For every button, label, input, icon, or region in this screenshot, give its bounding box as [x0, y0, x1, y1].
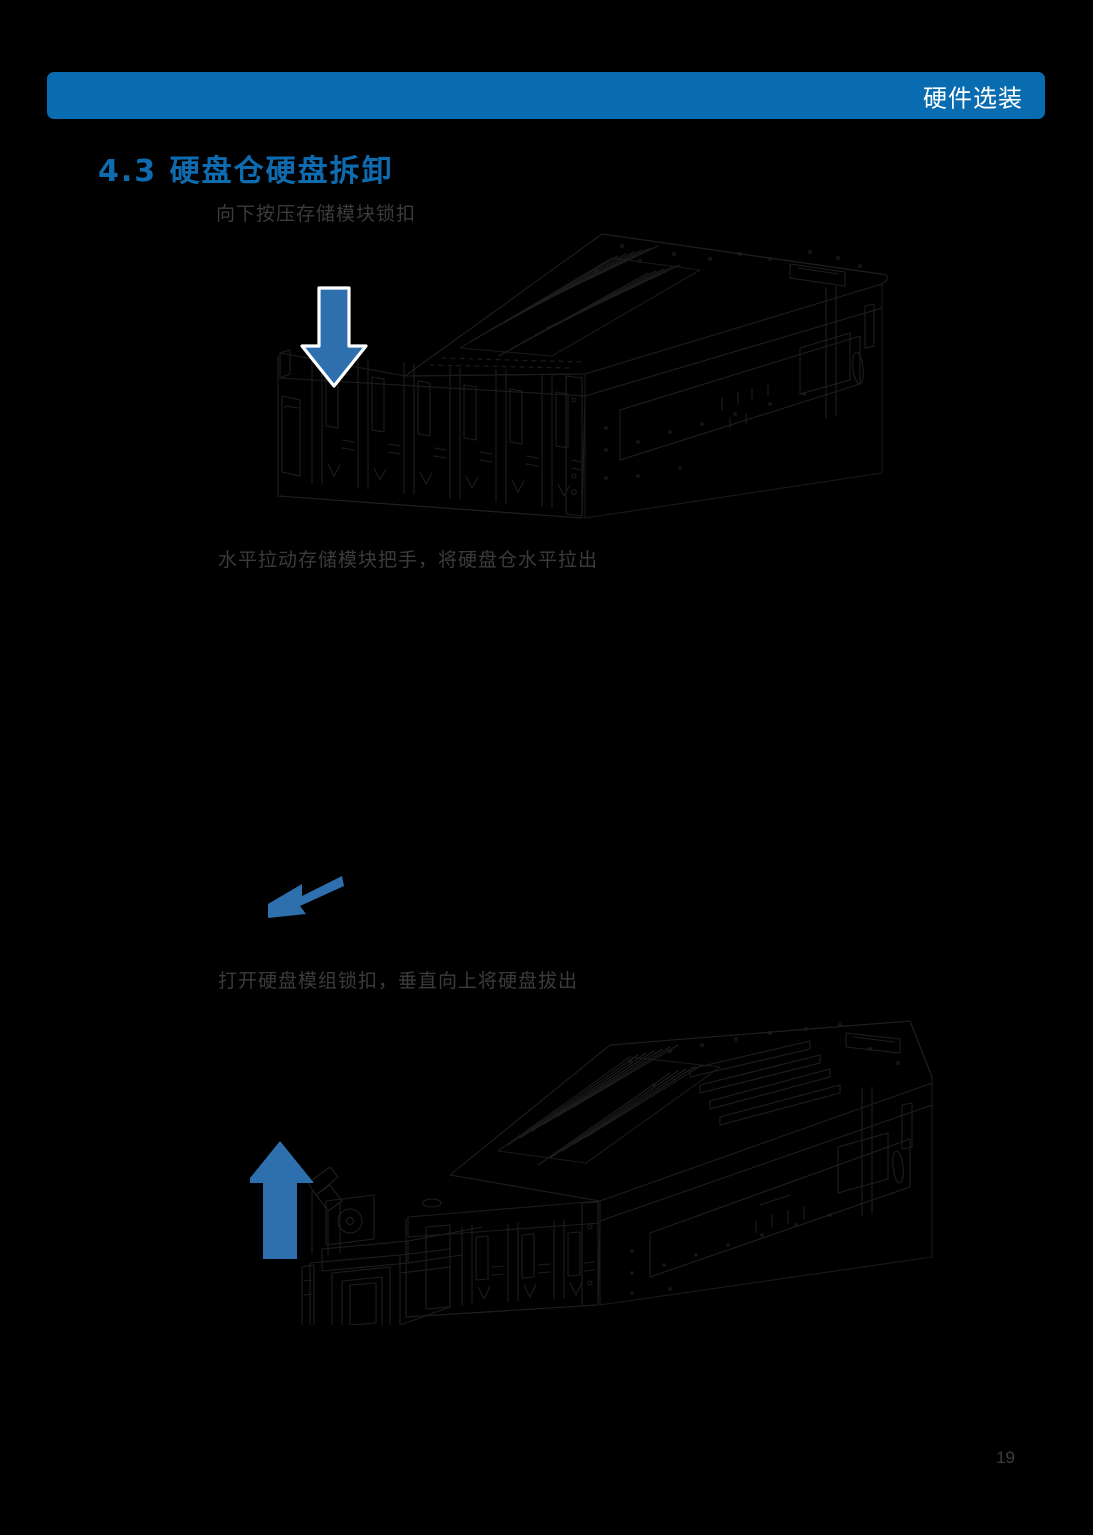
page-title: 4.3 硬盘仓硬盘拆卸	[98, 154, 394, 189]
page-header-bar: 硬件选装	[47, 72, 1045, 119]
step-3-caption: 打开硬盘模组锁扣，垂直向上将硬盘拔出	[218, 970, 579, 992]
page-header-title: 硬件选装	[923, 84, 1023, 112]
figure-server-chassis-front	[270, 228, 895, 523]
up-arrow-icon	[250, 1141, 314, 1259]
figure-server-chassis-tray-extended	[250, 1005, 940, 1325]
left-pull-arrow-icon	[268, 876, 344, 918]
page-number: 19	[996, 1448, 1015, 1467]
step-2-caption: 水平拉动存储模块把手，将硬盘仓水平拉出	[218, 549, 599, 571]
down-arrow-icon	[300, 286, 368, 388]
step-1-caption: 向下按压存储模块锁扣	[216, 203, 417, 225]
figure-horizontal-pull-arrow	[250, 870, 360, 930]
